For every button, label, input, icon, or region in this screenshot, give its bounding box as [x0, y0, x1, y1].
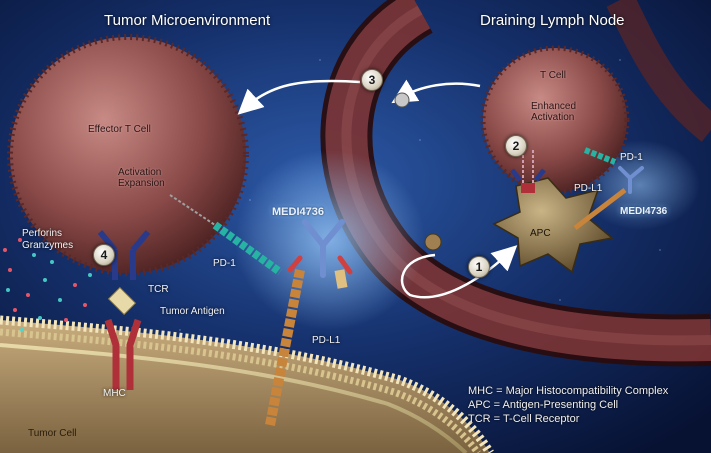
label-perforins: Perforins — [22, 228, 63, 239]
title-tumor-microenvironment: Tumor Microenvironment — [104, 12, 271, 29]
abbreviation-legend: MHC = Major Histocompatibility Complex A… — [468, 384, 668, 426]
label-apc: APC — [530, 228, 551, 239]
label-pdl1-left: PD-L1 — [312, 335, 341, 346]
apc-cell — [492, 177, 614, 274]
label-t-cell: T Cell — [540, 70, 566, 81]
label-granzymes: Granzymes — [22, 240, 74, 251]
label-activation: Activation — [118, 167, 162, 178]
tumor-cell-membrane — [0, 315, 494, 453]
label-tcr: TCR — [148, 284, 169, 295]
legend-tcr: TCR = T-Cell Receptor — [468, 413, 580, 425]
label-pdl1-right: PD-L1 — [574, 183, 603, 194]
pdl1-ligand-left — [265, 269, 305, 426]
step-3-marker: 3 — [361, 69, 383, 91]
perforin-granzyme-particles — [3, 238, 92, 332]
title-draining-lymph-node: Draining Lymph Node — [480, 12, 625, 29]
label-pd1-left: PD-1 — [213, 258, 236, 269]
label-effector-t-cell: Effector T Cell — [88, 124, 151, 135]
pd1-receptor-right — [583, 147, 617, 165]
step-2-marker: 2 — [505, 135, 527, 157]
pd1-receptor-left — [169, 194, 283, 276]
medi4736-antibody-right — [618, 166, 644, 194]
legend-apc: APC = Antigen-Presenting Cell — [468, 399, 619, 411]
label-activation-right: Activation — [531, 112, 575, 123]
effector-t-cell — [7, 34, 249, 276]
step-4-marker: 4 — [93, 244, 115, 266]
medi4736-antibody-left — [287, 219, 353, 289]
legend-mhc: MHC = Major Histocompatibility Complex — [468, 385, 669, 397]
step-1-marker: 1 — [468, 256, 490, 278]
label-pd1-right: PD-1 — [620, 152, 643, 163]
label-drug-left: MEDI4736 — [272, 206, 324, 218]
tcr-mhc-right — [510, 150, 546, 193]
pdl1-ligand-right — [573, 188, 627, 230]
tcr-mhc-complex — [97, 230, 151, 390]
vessel-node — [394, 92, 410, 108]
label-expansion: Expansion — [118, 178, 165, 189]
label-drug-right: MEDI4736 — [620, 206, 668, 217]
label-tumor-antigen: Tumor Antigen — [160, 306, 225, 317]
label-tumor-cell: Tumor Cell — [28, 428, 77, 439]
label-enhanced: Enhanced — [531, 101, 577, 112]
label-mhc: MHC — [103, 388, 126, 399]
